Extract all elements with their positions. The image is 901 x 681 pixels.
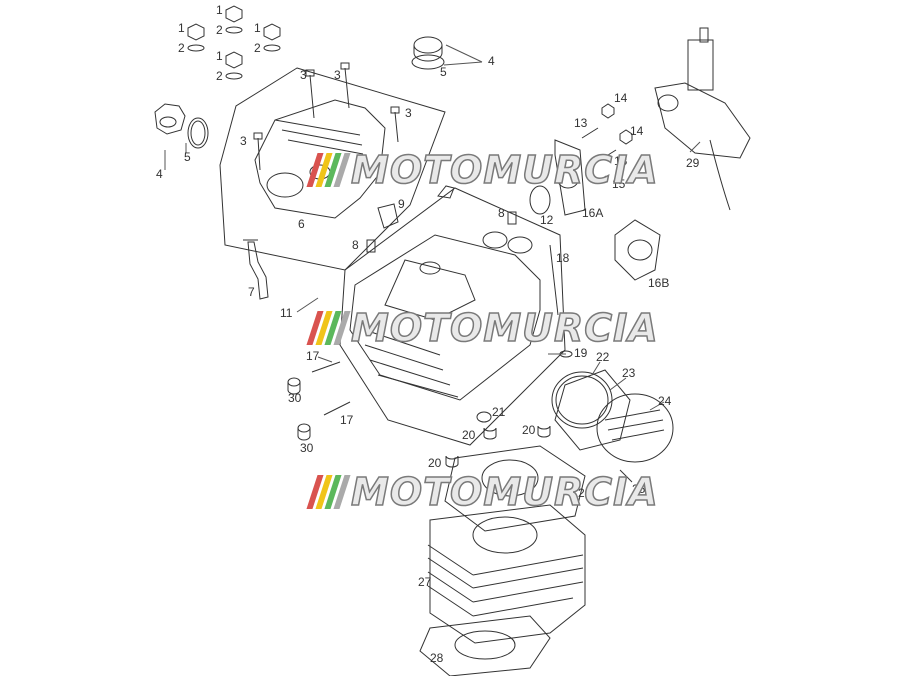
label-1: 1 — [254, 21, 261, 35]
label-26: 26 — [578, 486, 592, 500]
oil-plug-left — [154, 103, 209, 149]
label-4: 4 — [488, 54, 495, 68]
spark-plug — [243, 239, 269, 300]
head-cover — [254, 99, 386, 219]
label-20: 20 — [428, 456, 442, 470]
label-27: 27 — [418, 575, 432, 589]
watermark: MOTOMURCIA — [306, 305, 659, 351]
dowel-20a — [483, 427, 497, 440]
label-12: 12 — [540, 213, 554, 227]
cylinder-group — [419, 445, 586, 677]
watermark: MOTOMURCIA — [306, 147, 659, 193]
label-1: 1 — [178, 21, 185, 35]
label-11: 11 — [280, 306, 293, 320]
watermark-stripes — [306, 475, 351, 509]
label-13: 13 — [574, 116, 588, 130]
label-16B: 16B — [648, 276, 670, 290]
watermark-text: MOTOMURCIA — [350, 305, 659, 351]
oring-21 — [476, 411, 492, 423]
label-29: 29 — [686, 156, 700, 170]
label-6: 6 — [298, 217, 305, 231]
label-15: 15 — [612, 177, 626, 191]
watermark-stripes — [306, 311, 351, 345]
label-20: 20 — [462, 428, 476, 442]
studs-17 — [287, 361, 351, 441]
label-14: 14 — [614, 91, 628, 105]
label-2: 2 — [216, 69, 223, 83]
small-seal — [437, 185, 455, 199]
label-3: 3 — [405, 106, 412, 120]
dowel-pin-left — [366, 239, 376, 253]
bolt-25 — [619, 469, 633, 483]
label-8: 8 — [352, 238, 359, 252]
label-30: 30 — [300, 441, 314, 455]
label-21: 21 — [492, 405, 506, 419]
label-3: 3 — [334, 68, 341, 82]
label-1: 1 — [216, 3, 223, 17]
watermark-text: MOTOMURCIA — [350, 147, 659, 193]
label-7: 7 — [248, 285, 255, 299]
label-16A: 16A — [582, 206, 604, 220]
intake-parts — [554, 103, 661, 281]
stud-18 — [549, 244, 559, 316]
label-20: 20 — [522, 423, 536, 437]
label-13: 13 — [614, 154, 628, 168]
label-4: 4 — [156, 167, 163, 181]
head-cover-outline — [219, 67, 446, 271]
label-5: 5 — [440, 65, 447, 79]
label-25: 25 — [632, 482, 646, 496]
label-24: 24 — [658, 394, 672, 408]
bolt-group — [253, 62, 400, 171]
label-22: 22 — [596, 350, 610, 364]
dowel-20b — [537, 425, 551, 438]
label-17: 17 — [340, 413, 354, 427]
watermark-stripes — [306, 153, 351, 187]
label-2: 2 — [216, 23, 223, 37]
oil-plug-top — [411, 36, 445, 70]
dowel-20c — [445, 455, 459, 468]
dowel-pin-right — [507, 211, 517, 225]
label-2: 2 — [254, 41, 261, 55]
label-14: 14 — [630, 124, 644, 138]
side-cover-group — [551, 369, 674, 463]
label-17: 17 — [306, 349, 320, 363]
label-1: 1 — [216, 49, 223, 63]
label-3: 3 — [300, 68, 307, 82]
label-3: 3 — [240, 134, 247, 148]
cam-chain-guide — [377, 203, 399, 229]
label-28: 28 — [430, 651, 444, 665]
label-18: 18 — [556, 251, 570, 265]
cylinder-head — [349, 231, 541, 401]
label-19: 19 — [574, 346, 588, 360]
label-8: 8 — [498, 206, 505, 220]
carburetor — [654, 27, 751, 211]
label-2: 2 — [178, 41, 185, 55]
label-23: 23 — [622, 366, 636, 380]
label-9: 9 — [398, 197, 405, 211]
head-outline — [339, 187, 566, 446]
label-30: 30 — [288, 391, 302, 405]
watermark: MOTOMURCIA — [306, 469, 659, 515]
label-5: 5 — [184, 150, 191, 164]
watermark-text: MOTOMURCIA — [350, 469, 659, 515]
oring-12 — [529, 185, 551, 215]
cap-nut-group — [187, 5, 281, 80]
leader-lines — [164, 44, 701, 411]
